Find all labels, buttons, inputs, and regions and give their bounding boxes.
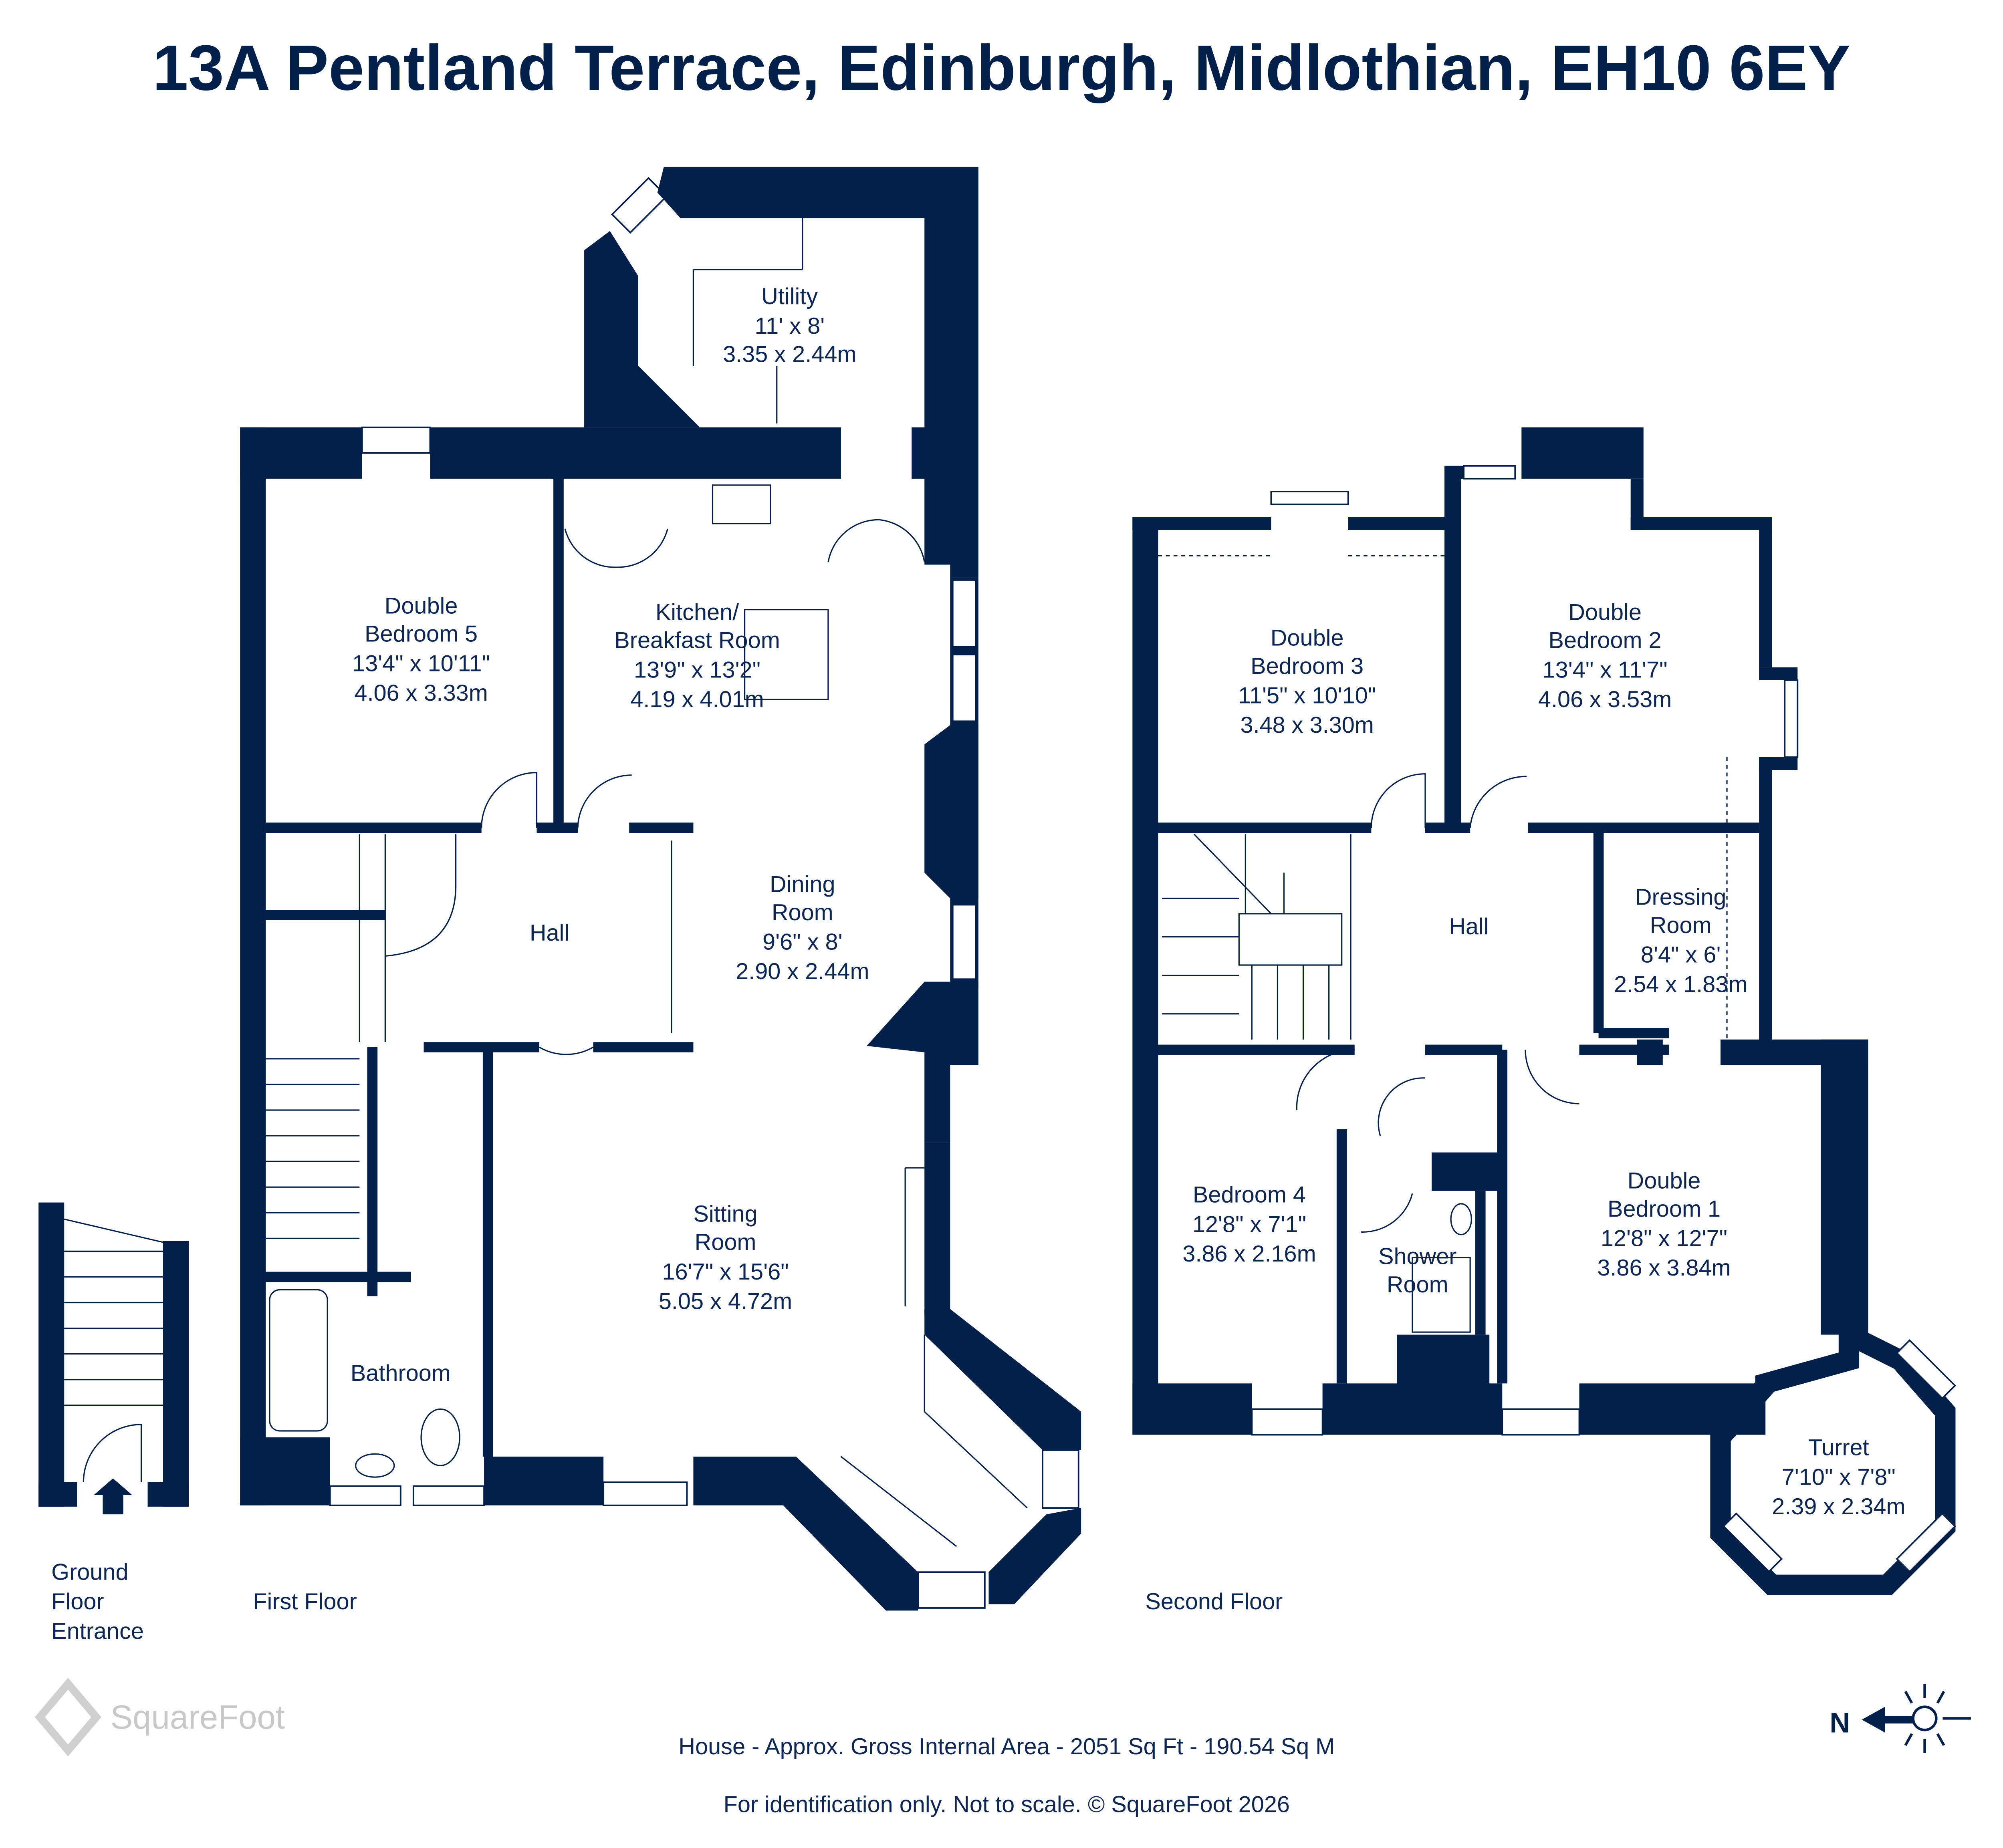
room-shower: Shower Room: [1378, 1243, 1457, 1297]
room-name: Double: [1568, 599, 1642, 625]
floor-label-line: Ground: [51, 1559, 128, 1585]
room-bedroom-3: Double Bedroom 3 11'5" x 10'10" 3.48 x 3…: [1238, 625, 1376, 738]
room-name: Bedroom 4: [1193, 1182, 1306, 1208]
room-name: Breakfast Room: [614, 628, 780, 653]
floor-label-ground: Ground Floor Entrance: [51, 1559, 144, 1644]
room-name: Sitting: [693, 1201, 757, 1227]
room-size-metric: 2.90 x 2.44m: [736, 959, 869, 984]
second-floor: [1132, 427, 1956, 1595]
logo-diamond-icon: [34, 1678, 101, 1757]
compass-icon: N: [1830, 1683, 1971, 1753]
room-bathroom: Bathroom: [351, 1360, 451, 1386]
room-size-imperial: 9'6" x 8': [762, 929, 843, 955]
room-name: Dressing: [1635, 884, 1727, 910]
room-name: Bedroom 3: [1251, 653, 1364, 679]
room-kitchen: Kitchen/ Breakfast Room 13'9" x 13'2" 4.…: [614, 599, 780, 712]
room-name: Utility: [761, 284, 818, 309]
room-size-metric: 2.39 x 2.34m: [1772, 1494, 1905, 1520]
room-name: Dining: [770, 871, 835, 897]
room-dressing: Dressing Room 8'4" x 6' 2.54 x 1.83m: [1614, 884, 1747, 997]
first-floor: [240, 167, 1081, 1611]
room-size-imperial: 13'9" x 13'2": [634, 657, 760, 683]
room-hall-first: Hall: [530, 920, 569, 946]
floor-label-line: Floor: [51, 1589, 104, 1614]
room-sitting: Sitting Room 16'7" x 15'6" 5.05 x 4.72m: [659, 1201, 792, 1314]
room-name: Shower: [1378, 1243, 1457, 1269]
page-title: 13A Pentland Terrace, Edinburgh, Midloth…: [153, 32, 1851, 103]
room-size-metric: 3.86 x 3.84m: [1597, 1255, 1731, 1281]
room-name: Bedroom 2: [1549, 628, 1662, 653]
room-name: Kitchen/: [656, 599, 739, 625]
room-hall-second: Hall: [1449, 914, 1489, 939]
room-name: Bedroom 1: [1608, 1196, 1721, 1222]
room-name: Double: [1628, 1168, 1701, 1193]
room-size-imperial: 12'8" x 12'7": [1601, 1226, 1727, 1251]
room-size-metric: 5.05 x 4.72m: [659, 1289, 792, 1314]
room-size-imperial: 16'7" x 15'6": [662, 1259, 789, 1285]
floor-label-line: Entrance: [51, 1618, 144, 1644]
room-name: Bedroom 5: [365, 621, 478, 647]
ground-floor-entrance: [38, 1202, 189, 1515]
floor-label-first: First Floor: [253, 1589, 357, 1614]
room-size-imperial: 7'10" x 7'8": [1782, 1464, 1896, 1490]
room-dining: Dining Room 9'6" x 8' 2.90 x 2.44m: [736, 871, 869, 984]
entrance-arrow-icon: [93, 1478, 133, 1515]
room-size-imperial: 13'4" x 10'11": [352, 651, 490, 676]
room-size-imperial: 11' x 8': [754, 313, 825, 339]
room-name: Double: [385, 593, 458, 619]
room-size-imperial: 13'4" x 11'7": [1543, 657, 1668, 683]
room-size-imperial: 11'5" x 10'10": [1238, 683, 1376, 709]
room-size-imperial: 8'4" x 6': [1641, 942, 1721, 968]
room-name: Room: [772, 900, 833, 925]
room-name: Room: [1387, 1272, 1448, 1298]
floor-label-second: Second Floor: [1145, 1589, 1283, 1614]
squarefoot-logo: SquareFoot: [34, 1678, 285, 1757]
room-bedroom-1: Double Bedroom 1 12'8" x 12'7" 3.86 x 3.…: [1597, 1168, 1731, 1281]
room-turret: Turret 7'10" x 7'8" 2.39 x 2.34m: [1772, 1435, 1905, 1520]
room-size-metric: 3.35 x 2.44m: [723, 341, 856, 367]
room-utility: Utility 11' x 8' 3.35 x 2.44m: [723, 284, 856, 367]
room-size-metric: 4.06 x 3.33m: [354, 680, 488, 706]
room-size-metric: 2.54 x 1.83m: [1614, 971, 1747, 997]
compass-letter: N: [1830, 1707, 1850, 1739]
room-bedroom-2: Double Bedroom 2 13'4" x 11'7" 4.06 x 3.…: [1538, 599, 1672, 712]
room-bedroom-4: Bedroom 4 12'8" x 7'1" 3.86 x 2.16m: [1182, 1182, 1316, 1267]
room-name: Double: [1271, 625, 1344, 651]
logo-text: SquareFoot: [111, 1699, 285, 1736]
disclaimer-text: For identification only. Not to scale. ©…: [724, 1792, 1290, 1817]
room-size-metric: 3.86 x 2.16m: [1182, 1241, 1316, 1267]
room-size-metric: 3.48 x 3.30m: [1240, 712, 1374, 738]
room-size-imperial: 12'8" x 7'1": [1192, 1211, 1306, 1237]
room-name: Room: [1650, 913, 1712, 938]
room-name: Turret: [1808, 1435, 1869, 1461]
room-bedroom-5: Double Bedroom 5 13'4" x 10'11" 4.06 x 3…: [352, 593, 490, 706]
gross-area-text: House - Approx. Gross Internal Area - 20…: [678, 1734, 1335, 1759]
room-size-metric: 4.06 x 3.53m: [1538, 687, 1672, 712]
room-size-metric: 4.19 x 4.01m: [630, 687, 764, 712]
room-name: Room: [695, 1229, 756, 1255]
